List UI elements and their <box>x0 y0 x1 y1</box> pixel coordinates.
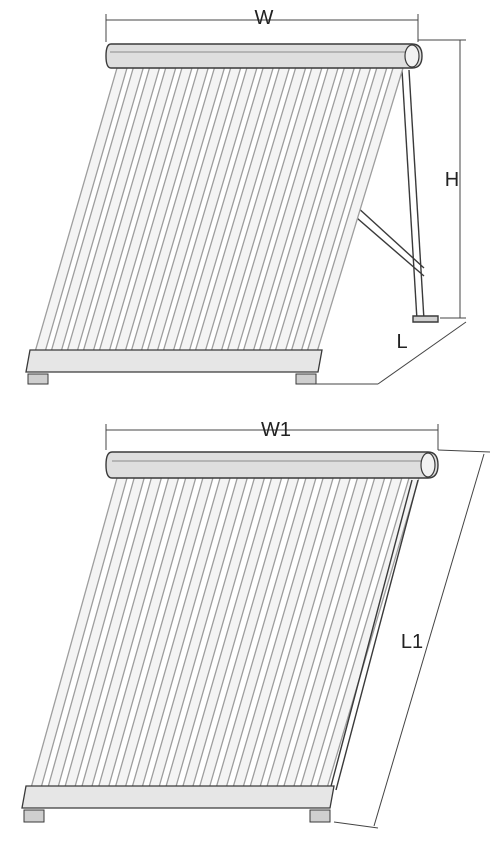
height-label: H <box>445 169 459 191</box>
dimension-lines-top <box>105 14 467 385</box>
tube-array <box>29 477 420 799</box>
width-label: W <box>255 7 274 29</box>
length-label: L <box>396 331 407 353</box>
header-manifold <box>105 43 423 69</box>
side-frame <box>329 479 419 791</box>
tube-array <box>33 67 404 363</box>
bottom-rail <box>25 349 323 385</box>
dimension-lines-bottom <box>105 424 491 829</box>
top-collector-illustration: W H L <box>25 7 467 385</box>
support-stand <box>349 69 439 323</box>
length-label: L1 <box>401 631 423 653</box>
bottom-rail <box>21 785 335 823</box>
header-manifold <box>105 451 439 479</box>
bottom-collector-illustration: W1 L1 <box>21 419 491 829</box>
width-label: W1 <box>261 419 291 441</box>
